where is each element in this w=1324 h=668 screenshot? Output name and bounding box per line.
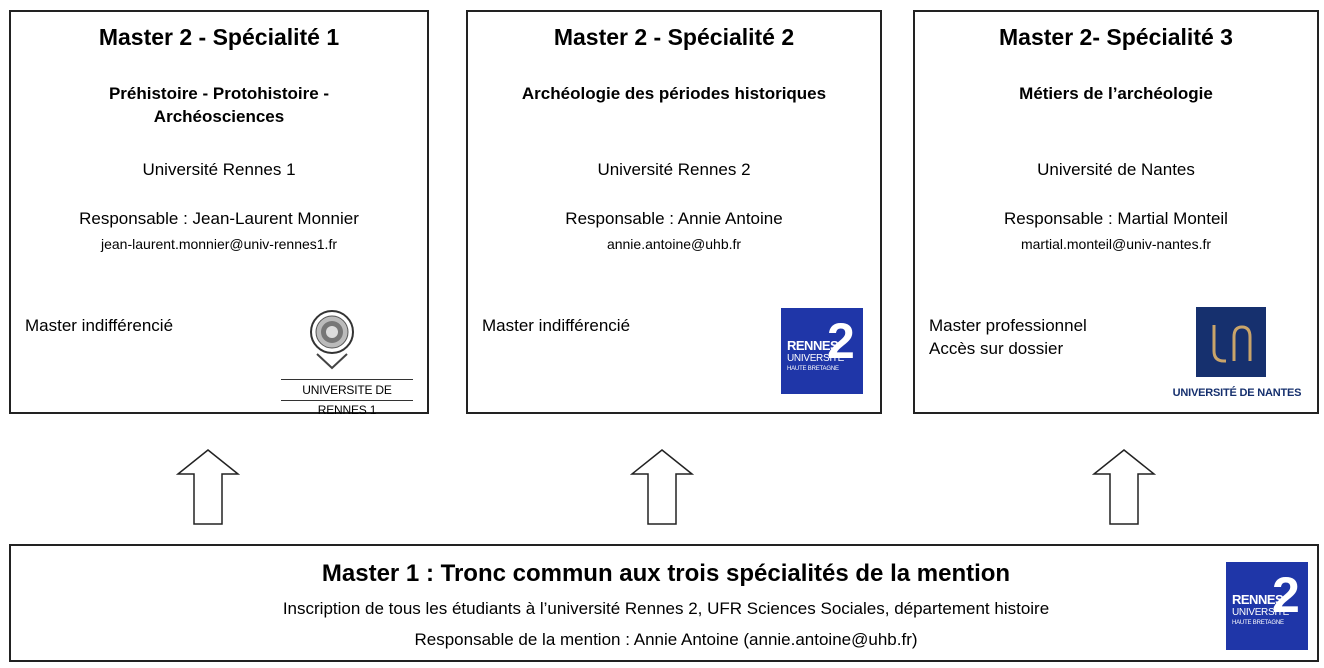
up-arrow-icon bbox=[630, 449, 694, 525]
subtitle-line-1: Préhistoire - Protohistoire - bbox=[108, 84, 330, 103]
specialite-subtitle: Archéologie des périodes historiques bbox=[478, 82, 870, 105]
tronc-commun-title: Master 1 : Tronc commun aux trois spécia… bbox=[321, 560, 1011, 587]
rennes2-logo: 2 RENNES UNIVERSITE HAUTE BRETAGNE bbox=[781, 308, 863, 394]
up-arrow-icon bbox=[1092, 449, 1156, 525]
master-type-line-1: Master professionnel bbox=[929, 316, 1087, 335]
specialite-title: Master 2 - Spécialité 2 bbox=[553, 24, 795, 50]
master-type-line-1: Master indifférencié bbox=[25, 316, 174, 335]
rennes1-logo-text: UNIVERSITE DE RENNES 1 bbox=[281, 379, 413, 417]
responsable-email: annie.antoine@uhb.fr bbox=[606, 236, 742, 252]
nantes-logo bbox=[1196, 307, 1266, 377]
subtitle-line-1: Archéologie des périodes historiques bbox=[521, 84, 827, 103]
subtitle-line-1: Métiers de l’archéologie bbox=[1019, 84, 1213, 103]
specialite-title: Master 2- Spécialité 3 bbox=[999, 24, 1233, 50]
up-arrow-icon bbox=[176, 449, 240, 525]
responsable: Responsable : Martial Monteil bbox=[1004, 209, 1228, 228]
master-type-line-2: Accès sur dossier bbox=[929, 339, 1064, 358]
master-type: Master indifférencié bbox=[25, 314, 173, 337]
rennes2-logo-rennes: RENNES bbox=[1232, 592, 1284, 607]
subtitle-line-2: Archéosciences bbox=[153, 107, 285, 126]
responsable-email: jean-laurent.monnier@univ-rennes1.fr bbox=[101, 236, 337, 252]
specialite-subtitle: Métiers de l’archéologie bbox=[925, 82, 1307, 105]
rennes2-logo-rennes: RENNES bbox=[787, 338, 839, 353]
rennes2-logo-haute-bretagne: HAUTE BRETAGNE bbox=[1232, 620, 1284, 626]
responsable: Responsable : Jean-Laurent Monnier bbox=[79, 209, 359, 228]
responsable-email: martial.monteil@univ-nantes.fr bbox=[1020, 236, 1212, 252]
university-name: Université Rennes 2 bbox=[597, 160, 751, 179]
specialite-1-box: Master 2 - Spécialité 1 Préhistoire - Pr… bbox=[9, 10, 429, 417]
specialite-subtitle: Préhistoire - Protohistoire - Archéoscie… bbox=[21, 82, 417, 128]
university-name: Université Rennes 1 bbox=[142, 160, 296, 179]
university-name: Université de Nantes bbox=[1037, 160, 1195, 179]
rennes2-logo: 2 RENNES UNIVERSITE HAUTE BRETAGNE bbox=[1226, 562, 1308, 650]
master-type-line-1: Master indifférencié bbox=[482, 316, 631, 335]
tronc-commun-box: Master 1 : Tronc commun aux trois spécia… bbox=[9, 544, 1319, 662]
responsable: Responsable : Annie Antoine bbox=[565, 209, 783, 228]
nantes-logo-text: UNIVERSITÉ DE NANTES bbox=[1172, 387, 1302, 399]
specialite-2-box: Master 2 - Spécialité 2 Archéologie des … bbox=[466, 10, 882, 414]
specialite-3-box: Master 2- Spécialité 3 Métiers de l’arch… bbox=[913, 10, 1319, 414]
rennes2-logo-two: 2 bbox=[1272, 567, 1300, 623]
rennes2-logo-two: 2 bbox=[827, 313, 855, 369]
rennes2-logo-haute-bretagne: HAUTE BRETAGNE bbox=[787, 366, 839, 372]
rennes1-seal-icon bbox=[310, 310, 354, 370]
tronc-commun-responsable: Responsable de la mention : Annie Antoin… bbox=[414, 630, 918, 649]
rennes2-logo-universite: UNIVERSITE bbox=[787, 353, 845, 364]
master-type: Master professionnel Accès sur dossier bbox=[929, 314, 1087, 360]
rennes2-logo-universite: UNIVERSITE bbox=[1232, 607, 1290, 618]
tronc-commun-inscription: Inscription de tous les étudiants à l’un… bbox=[282, 599, 1050, 618]
master-type: Master indifférencié bbox=[482, 314, 630, 337]
specialite-title: Master 2 - Spécialité 1 bbox=[98, 24, 340, 50]
